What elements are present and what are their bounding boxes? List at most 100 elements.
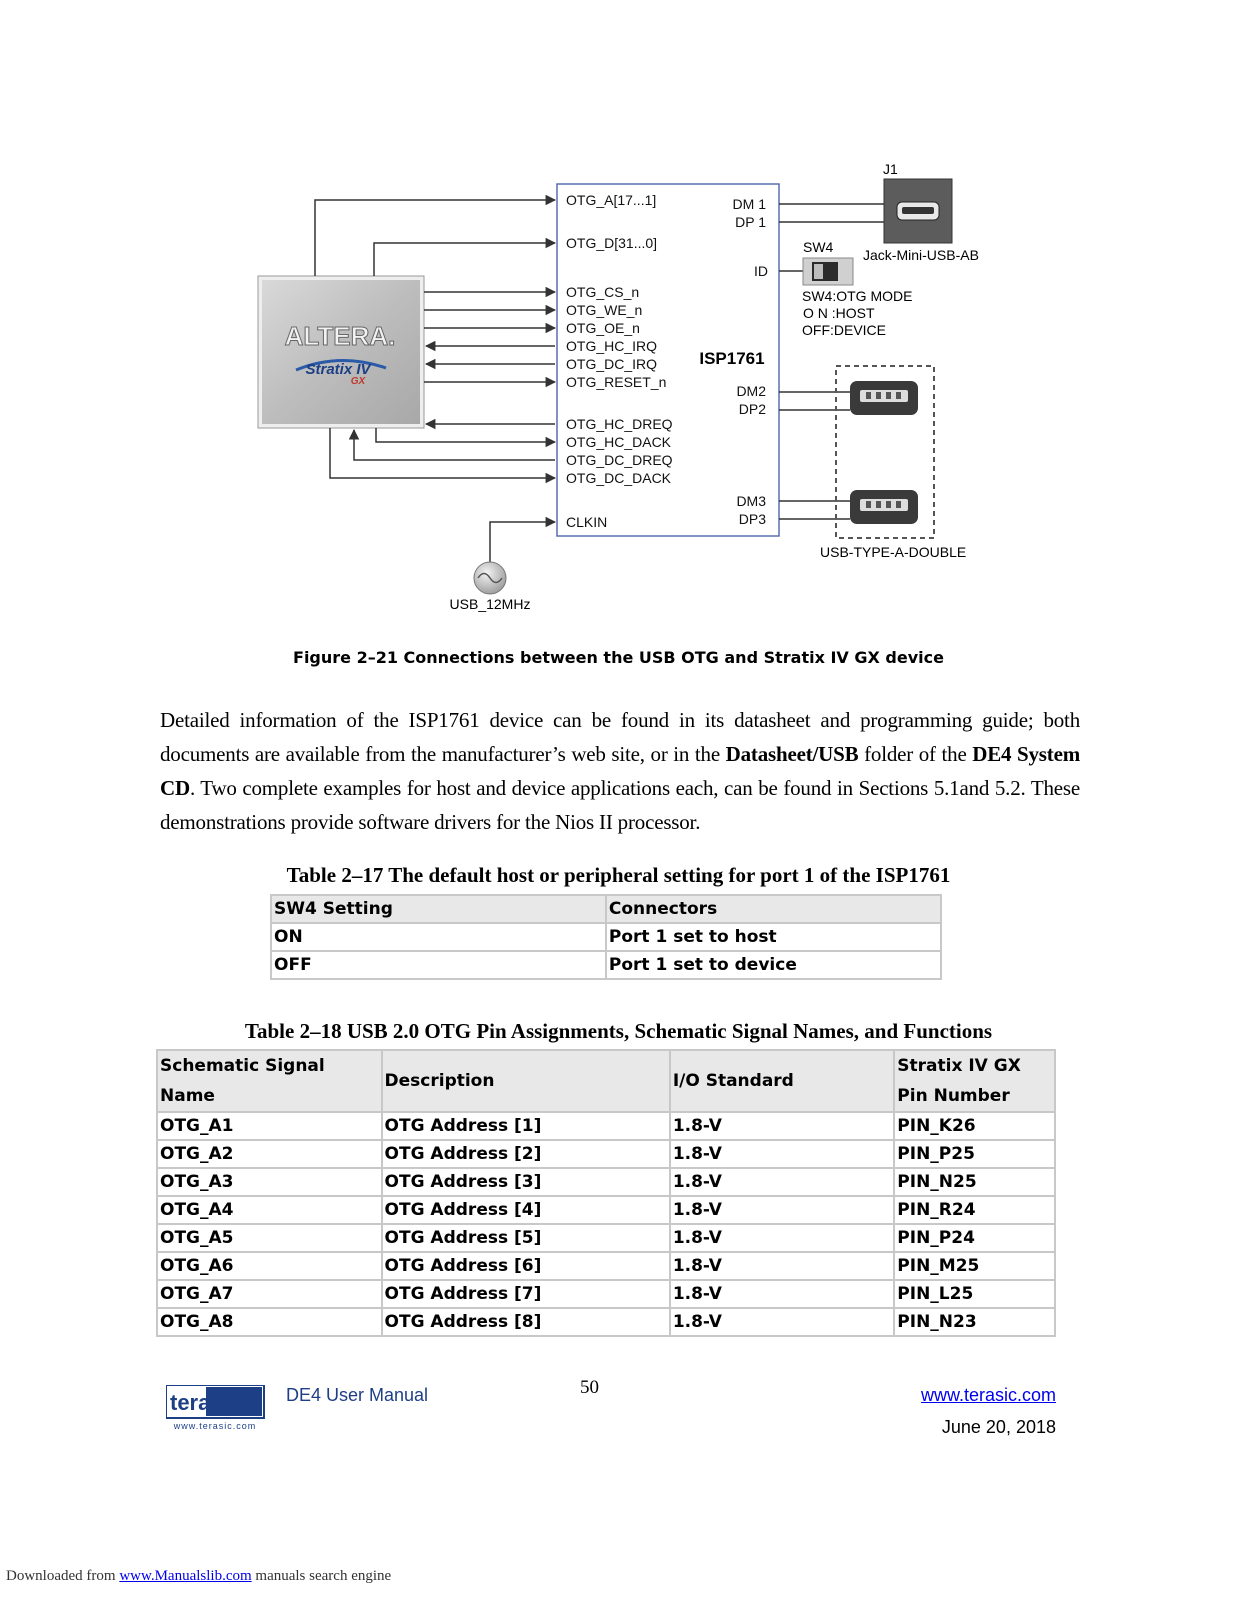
- table-cell: 1.8-V: [668, 1279, 896, 1309]
- table-cell: PIN_P25: [893, 1139, 1056, 1169]
- table-cell: PIN_M25: [893, 1251, 1056, 1281]
- signal-label: OTG_OE_n: [566, 320, 640, 336]
- table-cell: PIN_L25: [893, 1279, 1056, 1309]
- table-cell: 1.8-V: [668, 1307, 896, 1337]
- table-cell: 1.8-V: [668, 1195, 896, 1225]
- table-cell: OTG Address [7]: [380, 1279, 671, 1309]
- table-cell: ON: [270, 922, 607, 952]
- table-cell: OTG Address [4]: [380, 1195, 671, 1225]
- logo-text: terasIC: [170, 1390, 245, 1415]
- table-cell: OTG_A7: [156, 1279, 383, 1309]
- signal-label: OTG_CS_n: [566, 284, 639, 300]
- table-cell: OTG_A2: [156, 1139, 383, 1169]
- table-cell: OTG_A5: [156, 1223, 383, 1253]
- signal-label: DP 1: [735, 214, 766, 230]
- isp1761-label: ISP1761: [699, 349, 764, 368]
- usb-type-a-double-icon: USB-TYPE-A-DOUBLE: [820, 365, 966, 560]
- signal-label: OTG_A[17...1]: [566, 192, 656, 208]
- manualslib-link[interactable]: www.Manualslib.com: [119, 1568, 252, 1584]
- table-row: OTG_A5 OTG Address [5] 1.8-V PIN_P24: [156, 1223, 1056, 1253]
- table-header-cell: Schematic Signal Name: [156, 1049, 383, 1113]
- table-cell: 1.8-V: [668, 1251, 896, 1281]
- fpga-sub: GX: [351, 376, 367, 387]
- table-header-cell: Description: [380, 1049, 671, 1113]
- table-cell: OTG_A8: [156, 1307, 383, 1337]
- signal-label: OTG_HC_DREQ: [566, 416, 673, 432]
- fpga-family: Stratix IV: [305, 361, 372, 378]
- fpga-brand: ALTERA.: [285, 321, 396, 351]
- para-text: folder of the: [858, 742, 973, 766]
- table-header-cell: Stratix IV GX Pin Number: [893, 1049, 1056, 1113]
- table-row: OTG_A3 OTG Address [3] 1.8-V PIN_N25: [156, 1167, 1056, 1197]
- table-cell: 1.8-V: [668, 1139, 896, 1169]
- figure-caption: Figure 2–21 Connections between the USB …: [293, 648, 944, 667]
- footer-manual: DE4 User Manual: [286, 1385, 429, 1405]
- table-row: OTG_A4 OTG Address [4] 1.8-V PIN_R24: [156, 1195, 1056, 1225]
- table-cell: OTG Address [5]: [380, 1223, 671, 1253]
- table17: SW4 Setting Connectors ON Port 1 set to …: [270, 894, 943, 980]
- table18-caption: Table 2–18 USB 2.0 OTG Pin Assignments, …: [244, 1019, 993, 1043]
- footer-date: June 20, 2018: [941, 1417, 1056, 1437]
- signal-label: OTG_DC_DACK: [566, 470, 672, 486]
- table-cell: Port 1 set to host: [604, 922, 943, 952]
- download-note: Downloaded from www.Manualslib.com manua…: [6, 1568, 391, 1585]
- table-cell: PIN_N25: [893, 1167, 1056, 1197]
- right-signal-labels: DM 1 DP 1 ID DM2 DP2 DM3 DP3: [733, 196, 768, 527]
- para-bold-cd: DE4 System CD: [160, 742, 1080, 800]
- table-cell: OTG Address [2]: [380, 1139, 671, 1169]
- body-paragraph: Detailed information of the ISP1761 devi…: [160, 703, 1080, 839]
- table-cell: OTG Address [6]: [380, 1251, 671, 1281]
- sw4-on: O N :HOST: [803, 305, 875, 321]
- table-row: OTG_A8 OTG Address [8] 1.8-V PIN_N23: [156, 1307, 1056, 1337]
- j1-label: J1: [883, 161, 898, 177]
- signal-label: OTG_HC_DACK: [566, 434, 672, 450]
- table-cell: OTG Address [3]: [380, 1167, 671, 1197]
- para-text: . Two complete examples for host and dev…: [160, 776, 1080, 834]
- table-header-cell: I/O Standard: [668, 1049, 896, 1113]
- signal-label: OTG_DC_DREQ: [566, 452, 673, 468]
- table-cell: 1.8-V: [668, 1223, 896, 1253]
- signal-label: OTG_HC_IRQ: [566, 338, 657, 354]
- para-bold-datasheet: Datasheet/USB: [725, 742, 859, 766]
- table-cell: OTG_A4: [156, 1195, 383, 1225]
- table-cell: 1.8-V: [668, 1167, 896, 1197]
- table-header-row: SW4 Setting Connectors: [270, 894, 943, 924]
- terasic-logo: terasIC www.terasic.com: [166, 1385, 265, 1431]
- signal-label: OTG_D[31...0]: [566, 235, 657, 251]
- table-header-cell: SW4 Setting: [270, 894, 607, 924]
- signal-label: OTG_RESET_n: [566, 374, 666, 390]
- table17-caption: Table 2–17 The default host or periphera…: [286, 863, 951, 887]
- table-cell: PIN_R24: [893, 1195, 1056, 1225]
- clock-label: USB_12MHz: [450, 596, 531, 612]
- signal-label: CLKIN: [566, 514, 607, 530]
- j1-name: Jack-Mini-USB-AB: [863, 247, 979, 263]
- sw4-switch-icon: SW4 SW4:OTG MODE O N :HOST OFF:DEVICE: [802, 239, 912, 338]
- table-row: OTG_A7 OTG Address [7] 1.8-V PIN_L25: [156, 1279, 1056, 1309]
- table-cell: OTG Address [8]: [380, 1307, 671, 1337]
- download-prefix: Downloaded from: [6, 1568, 120, 1584]
- footer-website-link[interactable]: www.terasic.com: [920, 1385, 1056, 1405]
- logo-url: www.terasic.com: [173, 1421, 257, 1431]
- signal-lines: [314, 194, 884, 565]
- para-text: Detailed information of the ISP1761 devi…: [160, 708, 1080, 766]
- table-cell: OFF: [270, 950, 607, 980]
- signal-label: DP2: [739, 401, 766, 417]
- oscillator-icon: USB_12MHz: [450, 561, 531, 612]
- signal-label: OTG_DC_IRQ: [566, 356, 657, 372]
- table-row: OTG_A2 OTG Address [2] 1.8-V PIN_P25: [156, 1139, 1056, 1169]
- signal-label: DM 1: [733, 196, 767, 212]
- signal-label: ID: [754, 263, 768, 279]
- mini-usb-connector-icon: J1 Jack-Mini-USB-AB: [863, 161, 979, 263]
- table-cell: OTG_A3: [156, 1167, 383, 1197]
- isp1761-box: [556, 183, 780, 537]
- left-signal-labels: OTG_A[17...1] OTG_D[31...0] OTG_CS_n OTG…: [566, 192, 673, 530]
- table-cell: OTG Address [1]: [380, 1111, 671, 1141]
- table-row: ON Port 1 set to host: [270, 922, 943, 952]
- table-cell: 1.8-V: [668, 1111, 896, 1141]
- usb-otg-connection-diagram: ALTERA. Stratix IV GX ISP1761 OTG_A[17..…: [257, 161, 979, 612]
- table-cell: Port 1 set to device: [604, 950, 943, 980]
- page-number: 50: [580, 1377, 599, 1398]
- sw4-off: OFF:DEVICE: [802, 322, 886, 338]
- table-header-row: Schematic Signal Name Description I/O St…: [156, 1049, 1056, 1113]
- table-cell: OTG_A6: [156, 1251, 383, 1281]
